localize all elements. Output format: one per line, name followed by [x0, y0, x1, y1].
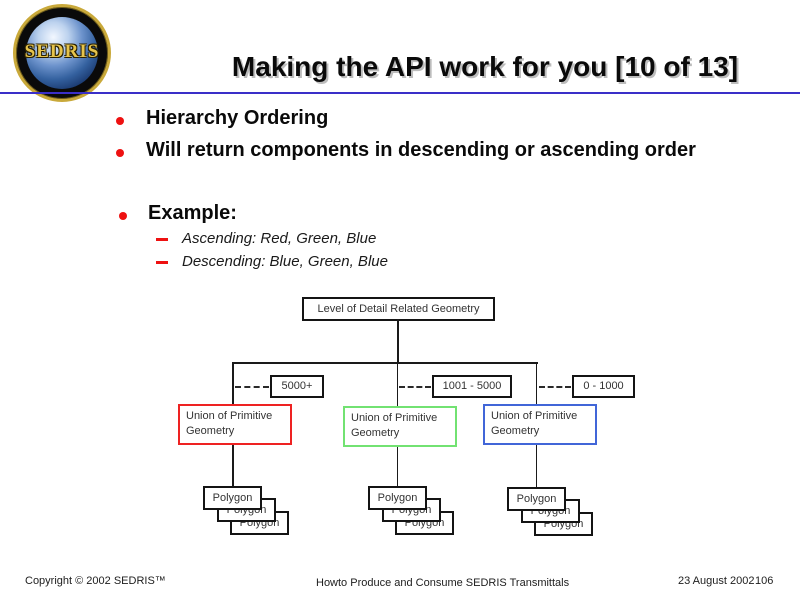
union-box-red: Union of Primitive Geometry: [178, 404, 292, 445]
footer-copyright: Copyright © 2002 SEDRIS™: [25, 575, 166, 587]
sedris-logo-icon: SEDRIS: [13, 4, 111, 102]
connector-line: [536, 442, 537, 489]
footer-date: 23 August 2002: [678, 575, 755, 587]
globe-icon: [26, 17, 98, 89]
range-label-0-1000: 0 - 1000: [572, 375, 635, 398]
connector-line: [233, 362, 538, 364]
polygon-box: Polygon: [368, 486, 427, 510]
bullet-return-components: Will return components in descending or …: [146, 139, 696, 161]
dashed-leader-line: [539, 386, 571, 388]
union-box-green: Union of Primitive Geometry: [343, 406, 457, 447]
dash-bullet-icon: [156, 238, 168, 241]
union-box-label: Geometry: [186, 424, 235, 437]
polygon-box: Polygon: [507, 487, 566, 511]
bullet-example: Example:: [148, 202, 237, 224]
footer-page-number: 106: [755, 575, 774, 587]
union-box-label: Geometry: [351, 426, 400, 439]
connector-line: [232, 362, 234, 406]
connector-line: [397, 362, 398, 408]
union-box-blue: Union of Primitive Geometry: [483, 404, 597, 445]
bullet-icon: [116, 149, 124, 157]
union-box-label: Union of Primitive: [351, 412, 438, 424]
footer-doc-title: Howto Produce and Consume SEDRIS Transmi…: [316, 577, 570, 589]
bullet-icon: [119, 212, 127, 220]
union-box-label: Union of Primitive: [186, 410, 273, 422]
connector-line: [397, 319, 399, 363]
bullet-hierarchy-ordering: Hierarchy Ordering: [146, 107, 329, 129]
range-label-5000plus: 5000+: [270, 375, 324, 398]
example-descending: Descending: Blue, Green, Blue: [182, 253, 388, 270]
bullet-icon: [116, 117, 124, 125]
union-box-label: Geometry: [491, 424, 540, 437]
connector-line: [536, 362, 537, 406]
polygon-box: Polygon: [203, 486, 262, 510]
example-ascending: Ascending: Red, Green, Blue: [182, 230, 377, 247]
union-box-label: Union of Primitive: [491, 410, 578, 422]
logo-wordmark: SEDRIS: [24, 41, 100, 62]
dashed-leader-line: [399, 386, 431, 388]
range-label-1001-5000: 1001 - 5000: [432, 375, 512, 398]
connector-line: [397, 444, 398, 488]
dash-bullet-icon: [156, 261, 168, 264]
diagram-root-box: Level of Detail Related Geometry: [302, 297, 495, 321]
connector-line: [232, 442, 234, 488]
slide-title: Making the API work for you [10 of 13]: [231, 51, 739, 82]
title-divider: [0, 92, 800, 94]
dashed-leader-line: [235, 386, 269, 388]
